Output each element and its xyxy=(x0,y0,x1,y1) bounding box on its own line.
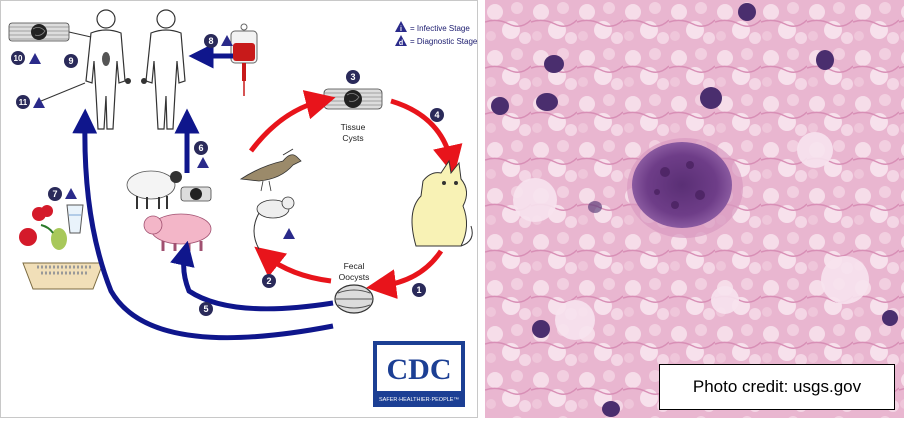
vacuole xyxy=(711,286,739,314)
pig-icon xyxy=(143,213,212,251)
svg-text:1: 1 xyxy=(416,285,421,295)
human-icon xyxy=(85,9,126,130)
cat-icon xyxy=(411,159,473,247)
cdc-logo: CDC SAFER·HEALTHIER·PEOPLE™ xyxy=(373,341,465,407)
infective-letter: i xyxy=(400,26,402,33)
step-badge-5: 5 xyxy=(199,302,213,316)
lifecycle-diagram: i = Infective Stage d = Diagnostic Stage xyxy=(0,0,478,418)
step-badge-10: 10 xyxy=(11,51,25,65)
step-badge-6: 6 xyxy=(194,141,208,155)
step-badge-11: 11 xyxy=(16,95,30,109)
photo-credit: Photo credit: usgs.gov xyxy=(659,364,895,410)
vacuole xyxy=(821,256,869,304)
tissue-cyst-micrograph xyxy=(627,138,743,238)
step-badge-3: 3 xyxy=(346,70,360,84)
nucleus xyxy=(536,93,558,111)
vacuole xyxy=(797,132,833,168)
nucleus xyxy=(816,50,834,70)
hand-icon xyxy=(141,78,147,84)
histology-svg xyxy=(485,0,904,418)
step-badge-7: 7 xyxy=(48,187,62,201)
oocyst-icon xyxy=(334,284,374,314)
nucleus xyxy=(588,201,602,213)
tissue-cyst-icon xyxy=(323,88,383,110)
nucleus xyxy=(882,310,898,326)
tissue-cysts-label-1: Tissue xyxy=(341,122,366,132)
tissue-cysts-label-2: Cysts xyxy=(342,133,363,143)
cdc-logo-text: CDC xyxy=(387,353,452,386)
cdc-tagline: SAFER·HEALTHIER·PEOPLE™ xyxy=(379,397,459,403)
svg-text:5: 5 xyxy=(203,304,208,314)
svg-text:8: 8 xyxy=(208,36,213,46)
litter-box-icon xyxy=(22,262,104,290)
arrow-3 xyxy=(249,90,336,153)
infective-stage-icon xyxy=(33,97,45,108)
legend-diagnostic: = Diagnostic Stage xyxy=(410,37,478,46)
arrow-2 xyxy=(254,246,332,284)
infective-stage-icon: i xyxy=(395,21,407,33)
infective-stage-icon xyxy=(65,188,77,199)
water-glass-icon xyxy=(66,204,84,234)
svg-text:7: 7 xyxy=(52,189,57,199)
vacuole xyxy=(513,178,557,222)
nucleus xyxy=(738,3,756,21)
infective-stage-icon xyxy=(197,157,209,168)
svg-text:3: 3 xyxy=(350,72,355,82)
step-badge-8: 8 xyxy=(204,34,218,48)
infective-stage-icon xyxy=(29,53,41,64)
svg-text:11: 11 xyxy=(19,98,28,107)
step-badge-9: 9 xyxy=(64,54,78,68)
svg-text:6: 6 xyxy=(198,143,203,153)
legend: i = Infective Stage d = Diagnostic Stage xyxy=(395,21,478,47)
arrow-5 xyxy=(170,240,334,312)
pointer-line xyxy=(40,82,86,102)
human-icon xyxy=(145,9,186,130)
lifecycle-svg: i = Infective Stage d = Diagnostic Stage xyxy=(8,9,478,407)
fecal-oocysts-label-2: Oocysts xyxy=(339,272,370,282)
histology-photo: Photo credit: usgs.gov xyxy=(485,0,904,418)
iv-bag-icon xyxy=(230,23,258,96)
vacuole xyxy=(555,300,595,340)
svg-text:10: 10 xyxy=(14,54,23,63)
svg-text:9: 9 xyxy=(68,56,73,66)
step-badge-2: 2 xyxy=(262,274,276,288)
nucleus xyxy=(532,320,550,338)
nucleus xyxy=(491,97,509,115)
legend-infective: = Infective Stage xyxy=(410,24,470,33)
tissue-cyst-icon xyxy=(8,22,70,42)
arrow-1 xyxy=(366,249,444,300)
nuclei xyxy=(491,3,898,417)
diagnostic-letter: d xyxy=(399,40,403,47)
nucleus xyxy=(700,87,722,109)
organ-icon xyxy=(102,52,110,66)
sheep-icon xyxy=(126,170,182,209)
pointer-line xyxy=(68,31,92,38)
diagnostic-stage-icon: d xyxy=(395,35,407,47)
step-badge-1: 1 xyxy=(412,283,426,297)
nucleus xyxy=(602,401,620,417)
diagnostic-stage-icon xyxy=(283,228,295,239)
hand-icon xyxy=(125,78,131,84)
svg-text:4: 4 xyxy=(434,110,439,120)
arrow-7-to-human xyxy=(72,108,334,341)
arrow-4 xyxy=(390,98,463,176)
fruit-icon xyxy=(19,205,67,250)
svg-text:2: 2 xyxy=(266,276,271,286)
bird-icon xyxy=(239,148,302,192)
tissue-cyst-icon xyxy=(180,186,212,202)
step-badge-4: 4 xyxy=(430,108,444,122)
mouse-icon xyxy=(253,196,295,250)
nucleus xyxy=(544,55,564,73)
fecal-oocysts-label-1: Fecal xyxy=(344,261,365,271)
